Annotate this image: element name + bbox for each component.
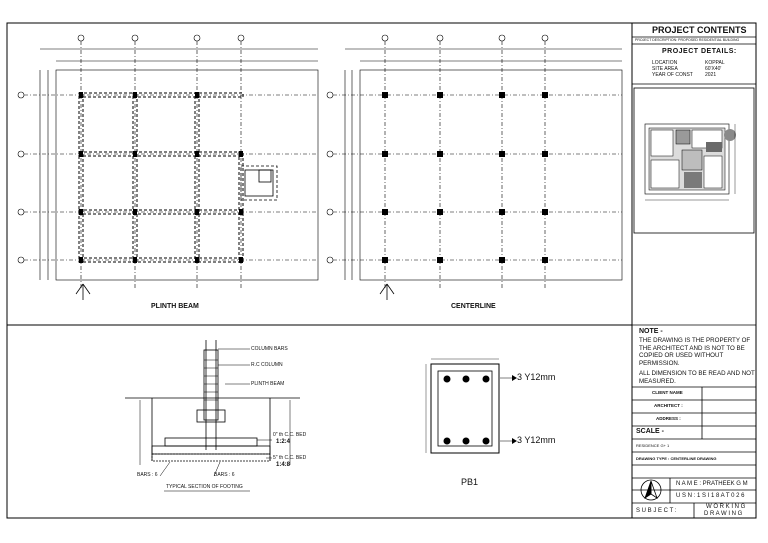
drawing-type-label: DRAWING TYPE : CENTERLINE DRAWING xyxy=(636,456,717,461)
note-heading: NOTE - xyxy=(639,328,663,335)
pcc-bed-2-label: 5" th C.C. BED xyxy=(273,455,307,461)
project-details-list: LOCATION KOPPAL SITE AREA 60'X40' YEAR O… xyxy=(652,60,752,78)
plinth-beam-title: PLINTH BEAM xyxy=(151,303,199,310)
scale-label: SCALE - xyxy=(636,428,664,435)
footing-title: TYPICAL SECTION OF FOOTING xyxy=(166,484,243,490)
project-contents-heading: PROJECT CONTENTS xyxy=(652,25,747,35)
north-symbol xyxy=(640,479,662,501)
bar-arrows xyxy=(512,375,517,444)
detail-label: LOCATION xyxy=(652,60,678,66)
student-usn: U S N : 1 S I 1 8 A T 0 2 6 xyxy=(676,493,745,499)
detail-label: SITE AREA xyxy=(652,66,678,72)
detail-value: 2021 xyxy=(705,72,717,78)
detail-row: LOCATION KOPPAL xyxy=(652,60,752,66)
address-label: ADDRESS : xyxy=(656,416,681,421)
title-block-lines xyxy=(632,36,756,518)
plinth-beam-label: PLINTH BEAM xyxy=(251,381,285,387)
centerline-title: CENTERLINE xyxy=(451,303,496,310)
note-text-1: THE DRAWING IS THE PROPERTY OF THE ARCHI… xyxy=(639,337,751,367)
detail-row: SITE AREA 60'X40' xyxy=(652,66,752,72)
key-plan xyxy=(644,123,736,201)
bars-left-label: BARS : 6 xyxy=(137,472,158,478)
detail-row: YEAR OF CONST 2021 xyxy=(652,72,752,78)
client-name-label: CLIENT NAME xyxy=(652,390,683,395)
subject-label: S U B J E C T : xyxy=(636,508,677,514)
pb1-section xyxy=(425,358,512,454)
detail-value: 60'X40' xyxy=(705,66,722,72)
project-description: PROJECT DESCRIPTION: PROPOSED RESIDENTIA… xyxy=(635,38,740,42)
bar-top-label: 3 Y12mm xyxy=(517,372,556,382)
rc-column-label: R.C COLUMN xyxy=(251,362,283,368)
pcc-bed-1-ratio: 1:2:4 xyxy=(276,439,291,445)
subject-value-2: D R A W I N G xyxy=(704,511,743,517)
sheet-border xyxy=(6,22,757,519)
pcc-bed-1-label: 0" th C.C. BED xyxy=(273,432,307,438)
pb1-title: PB1 xyxy=(461,477,479,487)
detail-label: YEAR OF CONST xyxy=(652,72,693,78)
bars-right-label: BARS : 6 xyxy=(214,472,235,478)
architect-label: ARCHITECT : xyxy=(654,403,683,408)
subject-value-1: W O R K I N G xyxy=(706,504,746,510)
footing-section xyxy=(125,340,300,492)
bar-bottom-label: 3 Y12mm xyxy=(517,435,556,445)
residence-label: RESIDENCE G+ 1 xyxy=(636,443,670,448)
column-bars-label: COLUMN BARS xyxy=(251,346,288,352)
centerline-plan xyxy=(326,34,623,300)
student-name: N A M E : PRATHEEK G M xyxy=(676,481,748,487)
plinth-beam-plan xyxy=(17,34,319,300)
pb1-bars xyxy=(443,375,490,445)
pcc-bed-2-ratio: 1:4:8 xyxy=(276,462,291,468)
note-text-2: ALL DIMENSION TO BE READ AND NOT MEASURE… xyxy=(639,370,755,385)
project-details-heading: PROJECT DETAILS: xyxy=(662,48,737,55)
detail-value: KOPPAL xyxy=(705,60,725,66)
